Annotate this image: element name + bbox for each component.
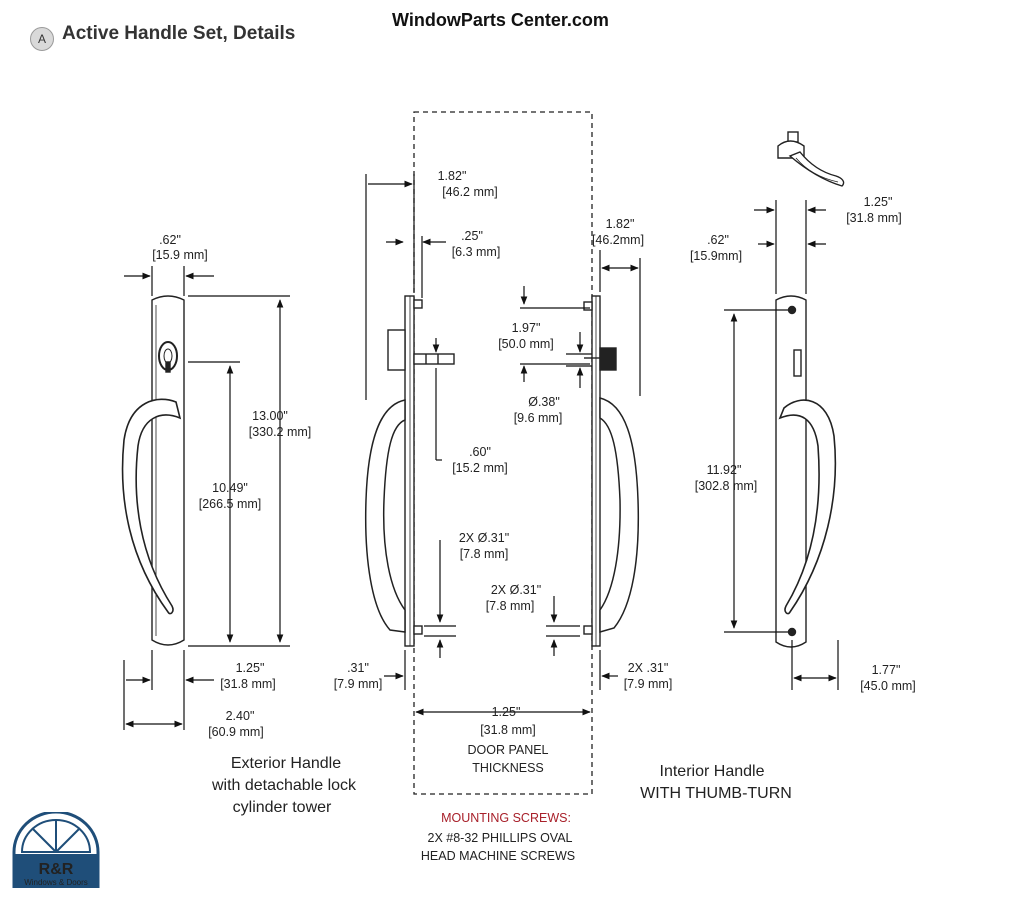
int-top-left-mm: [15.9mm] xyxy=(690,249,742,263)
side-a-mm: [46.2 mm] xyxy=(442,185,498,199)
ext-depth-in: 2.40" xyxy=(226,709,255,723)
thumb-turn-icon xyxy=(777,131,845,187)
side-dim-labels: 1.82" [46.2 mm] .25" [6.3 mm] 1.82" [46.… xyxy=(334,169,673,863)
side-j-in: 2X .31" xyxy=(628,661,669,675)
door-caption-1: DOOR PANEL xyxy=(467,743,548,757)
side-h-in: 2X Ø.31" xyxy=(491,583,541,597)
side-view xyxy=(364,295,640,647)
exterior-grip xyxy=(121,398,182,615)
side-j-mm: [7.9 mm] xyxy=(624,677,673,691)
screws-desc-2: HEAD MACHINE SCREWS xyxy=(421,849,575,863)
door-panel-outline xyxy=(413,111,593,795)
ext-height-in: 13.00" xyxy=(252,409,288,423)
interior-dim-labels: 1.25" [31.8 mm] .62" [15.9mm] 11.92" [30… xyxy=(690,195,916,693)
side-b-in: .25" xyxy=(461,229,483,243)
side-d-in: 1.97" xyxy=(512,321,541,335)
side-e-in: Ø.38" xyxy=(528,395,560,409)
ext-base-in: 1.25" xyxy=(236,661,265,675)
side-k-mm: [31.8 mm] xyxy=(480,723,536,737)
brand-logo: R&R Windows & Doors xyxy=(10,810,102,890)
int-spacing-in: 11.92" xyxy=(707,463,742,477)
side-d-mm: [50.0 mm] xyxy=(498,337,554,351)
side-b-mm: [6.3 mm] xyxy=(452,245,501,259)
side-g-mm: [7.8 mm] xyxy=(460,547,509,561)
int-top-right-mm: [31.8 mm] xyxy=(846,211,902,225)
exterior-handle xyxy=(121,295,185,646)
side-thumb-turn-icon xyxy=(599,347,617,371)
interior-grip xyxy=(778,399,837,615)
ext-base-mm: [31.8 mm] xyxy=(220,677,276,691)
logo-mark: R&R xyxy=(39,861,74,878)
side-c-mm: [46.2mm] xyxy=(592,233,644,247)
side-cylinder-body xyxy=(387,329,406,371)
side-f-in: .60" xyxy=(469,445,491,459)
interior-dimensions xyxy=(724,200,839,690)
ext-caption-1: Exterior Handle xyxy=(231,755,341,772)
page-header: A Active Handle Set, Details WindowParts… xyxy=(0,0,1024,60)
int-top-right-in: 1.25" xyxy=(864,195,893,209)
interior-thumb-slot-icon xyxy=(793,349,802,377)
ext-spacing-mm: [266.5 mm] xyxy=(199,497,262,511)
side-dimensions xyxy=(365,174,641,716)
side-left-grip xyxy=(364,399,406,633)
interior-bottom-screw-icon xyxy=(787,627,797,637)
interior-top-screw-icon xyxy=(787,305,797,315)
ext-spacing-in: 10.49" xyxy=(212,481,248,495)
ext-width-top-in: .62" xyxy=(159,233,181,247)
ext-depth-mm: [60.9 mm] xyxy=(208,725,264,739)
ext-width-top-mm: [15.9 mm] xyxy=(152,248,208,262)
side-f-mm: [15.2 mm] xyxy=(452,461,508,475)
side-e-mm: [9.6 mm] xyxy=(514,411,563,425)
ext-height-mm: [330.2 mm] xyxy=(249,425,312,439)
exterior-dimensions xyxy=(123,266,290,730)
ext-caption-3: cylinder tower xyxy=(233,799,332,816)
side-left-plate xyxy=(404,295,415,647)
site-name: WindowParts Center.com xyxy=(392,10,609,30)
interior-handle xyxy=(775,131,845,648)
int-caption-2: WITH THUMB-TURN xyxy=(640,785,792,802)
interior-backplate xyxy=(775,295,807,648)
door-caption-2: THICKNESS xyxy=(472,761,544,775)
exterior-dim-labels: .62" [15.9 mm] 13.00" [330.2 mm] 10.49" … xyxy=(152,233,311,739)
side-g-in: 2X Ø.31" xyxy=(459,531,509,545)
int-spacing-mm: [302.8 mm] xyxy=(695,479,758,493)
int-top-left-in: .62" xyxy=(707,233,729,247)
int-caption-1: Interior Handle xyxy=(660,763,765,780)
window-arch-icon: R&R Windows & Doors xyxy=(12,810,100,888)
mounting-screws-label: MOUNTING SCREWS: xyxy=(441,811,571,825)
section-badge: A xyxy=(30,27,54,51)
side-i-mm: [7.9 mm] xyxy=(334,677,383,691)
screws-desc-1: 2X #8-32 PHILLIPS OVAL xyxy=(428,831,573,845)
side-i-in: .31" xyxy=(347,661,369,675)
side-h-mm: [7.8 mm] xyxy=(486,599,535,613)
exterior-backplate xyxy=(151,295,185,646)
side-a-in: 1.82" xyxy=(438,169,467,183)
logo-text: Windows & Doors xyxy=(24,878,88,887)
exterior-caption: Exterior Handle with detachable lock cyl… xyxy=(211,755,357,816)
side-right-grip xyxy=(599,397,640,633)
side-k-in: 1.25" xyxy=(492,705,521,719)
side-c-in: 1.82" xyxy=(606,217,635,231)
int-base-in: 1.77" xyxy=(872,663,901,677)
int-base-mm: [45.0 mm] xyxy=(860,679,916,693)
interior-caption: Interior Handle WITH THUMB-TURN xyxy=(640,763,792,802)
ext-caption-2: with detachable lock xyxy=(211,777,357,794)
section-title: Active Handle Set, Details xyxy=(62,23,296,44)
side-spindle xyxy=(413,353,455,365)
